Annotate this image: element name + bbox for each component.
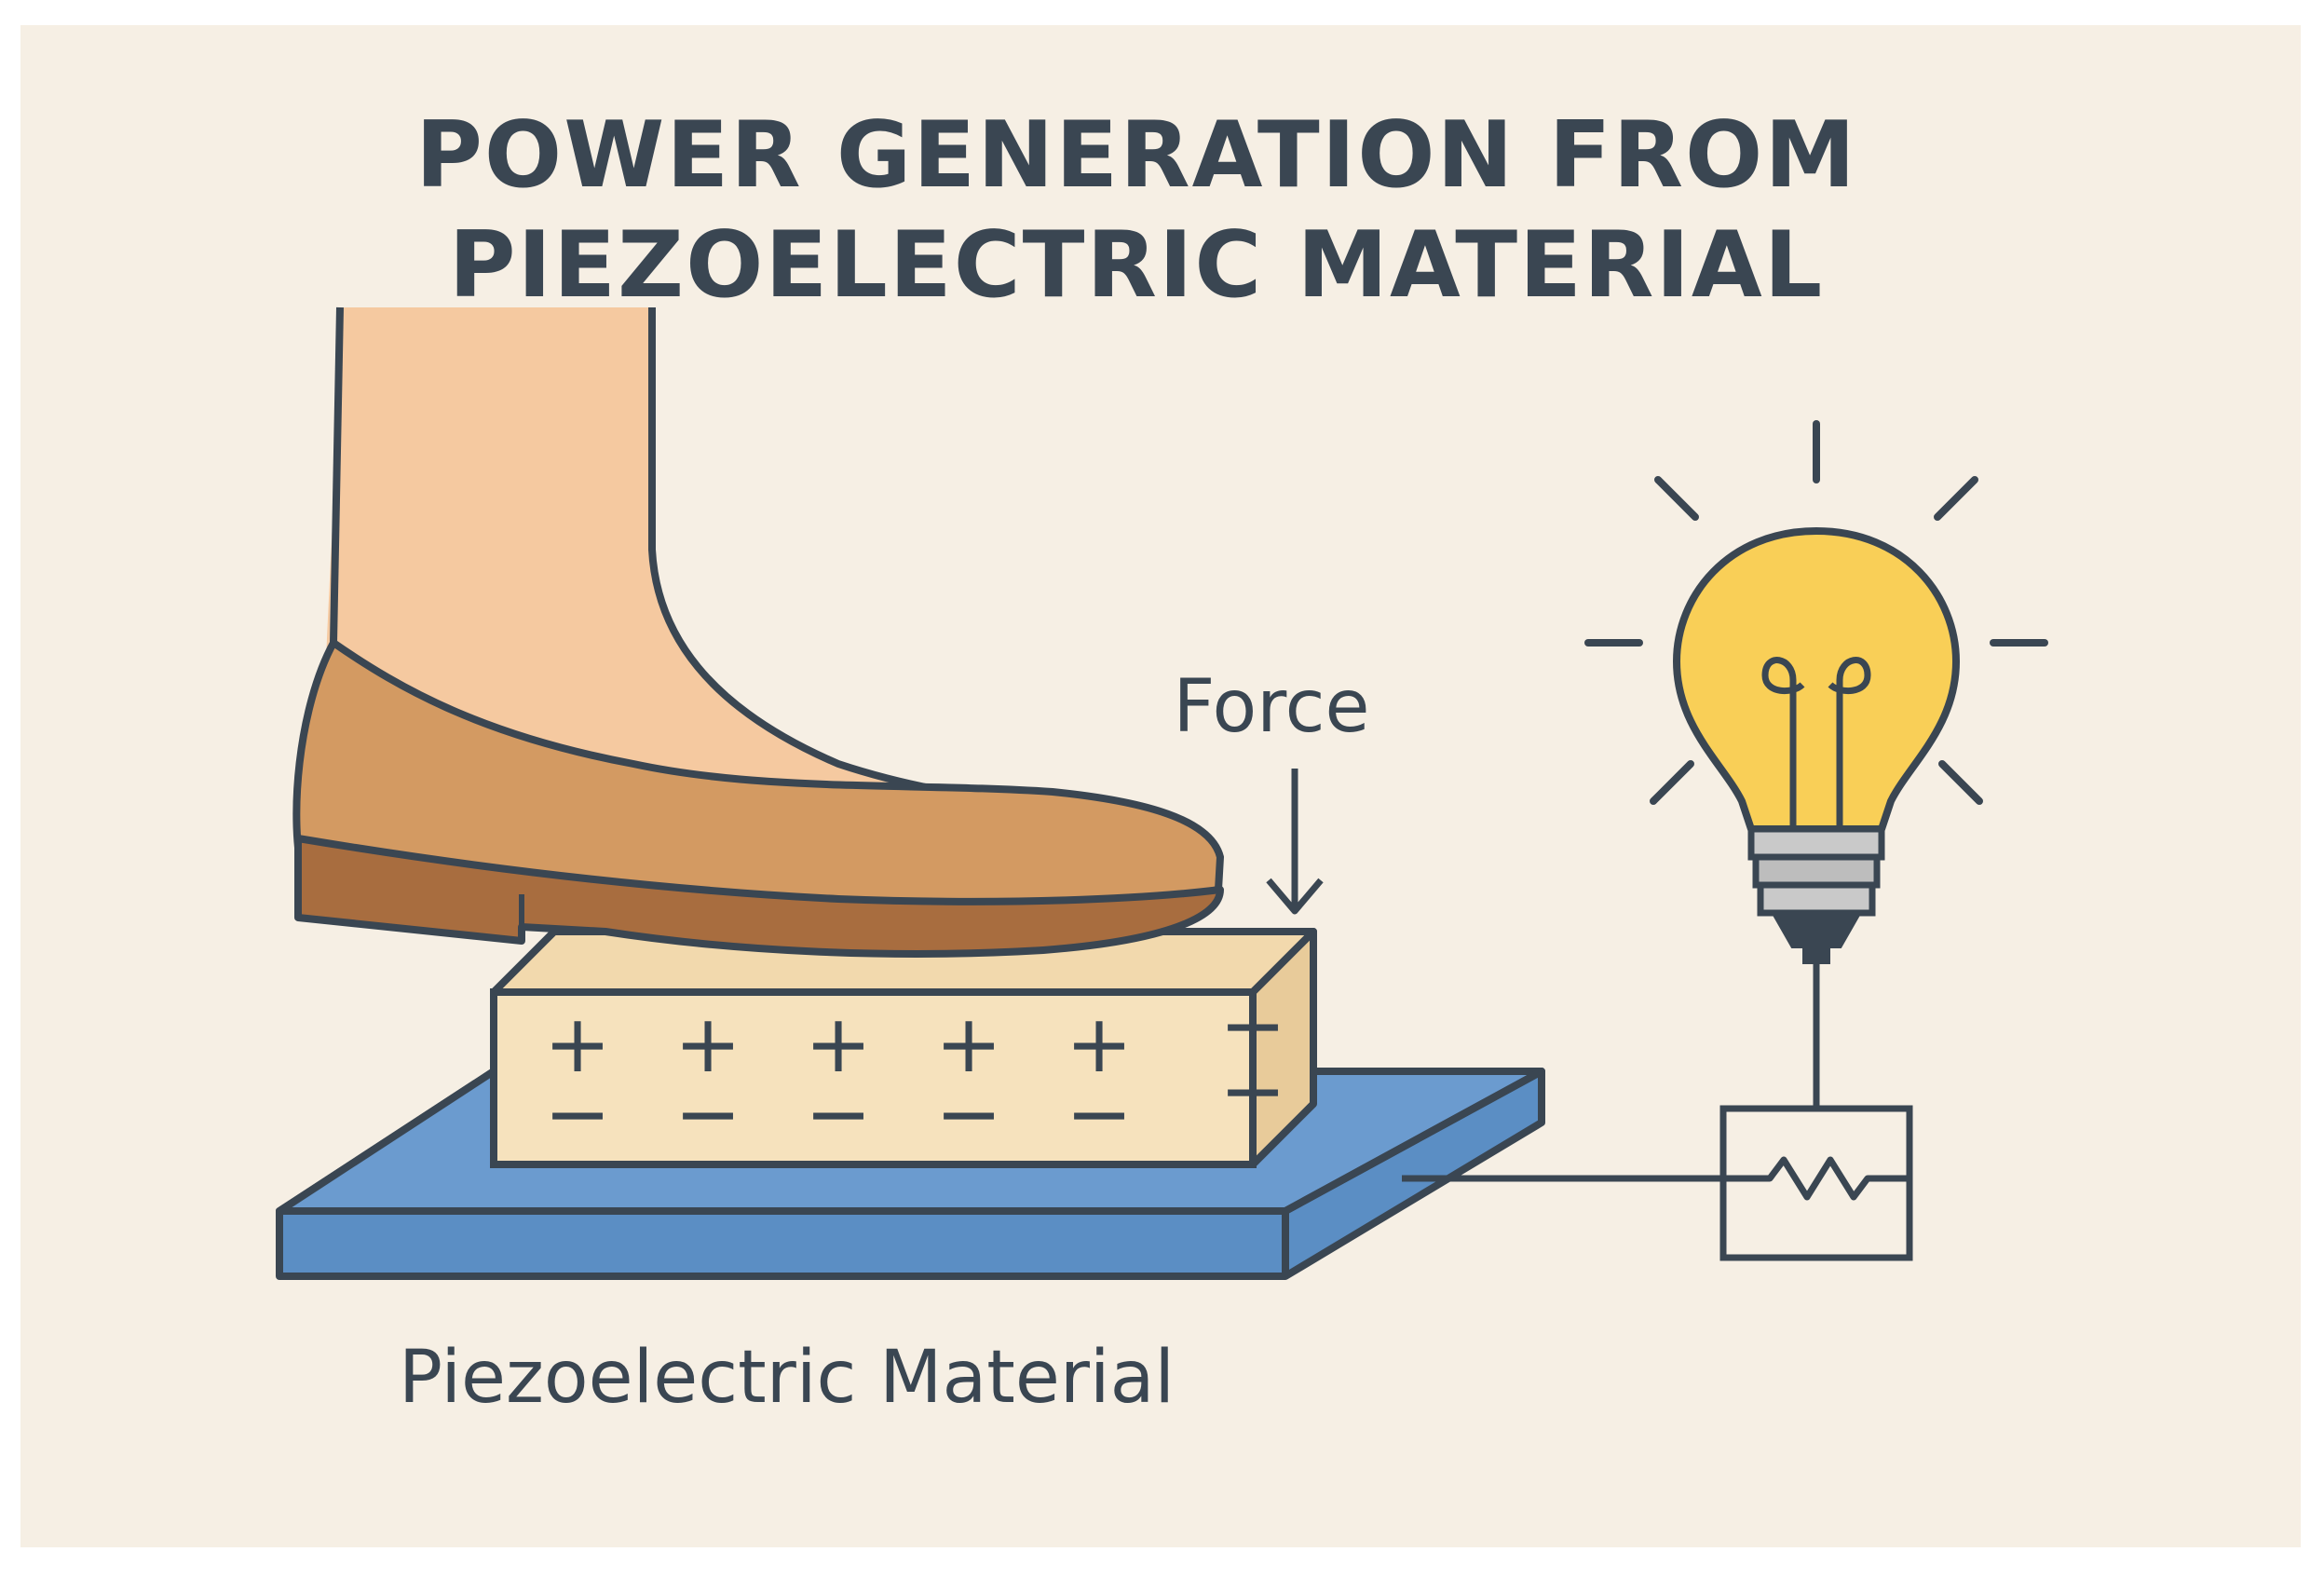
minus-sign: − [674, 1068, 741, 1161]
plus-sign: + [805, 998, 872, 1091]
plus-sign: + [1219, 979, 1286, 1072]
title-line-2: PIEZOELECTRIC MATERIAL [449, 212, 1824, 319]
minus-sign: − [805, 1068, 872, 1161]
force-label: Force [1173, 665, 1369, 749]
arrow-down-icon [1266, 769, 1324, 915]
title-line-1: POWER GENERATION FROM [415, 102, 1857, 209]
plus-sign: + [544, 998, 611, 1091]
piezo-block [490, 928, 1317, 1168]
light-bulb-icon [1584, 420, 2048, 964]
minus-sign: − [544, 1068, 611, 1161]
material-label: Piezoelectric Material [399, 1336, 1175, 1420]
charge-signs: + + + + + + − − − − − − [544, 979, 1286, 1161]
plus-sign: + [935, 998, 1002, 1091]
plus-sign: + [1066, 998, 1133, 1091]
minus-sign: − [935, 1068, 1002, 1161]
minus-sign: − [1066, 1068, 1133, 1161]
minus-sign: − [1219, 1044, 1286, 1137]
resistor-box-icon [1719, 964, 1913, 1261]
foot-in-shoe-icon [292, 306, 1224, 958]
plus-sign: + [674, 998, 741, 1091]
